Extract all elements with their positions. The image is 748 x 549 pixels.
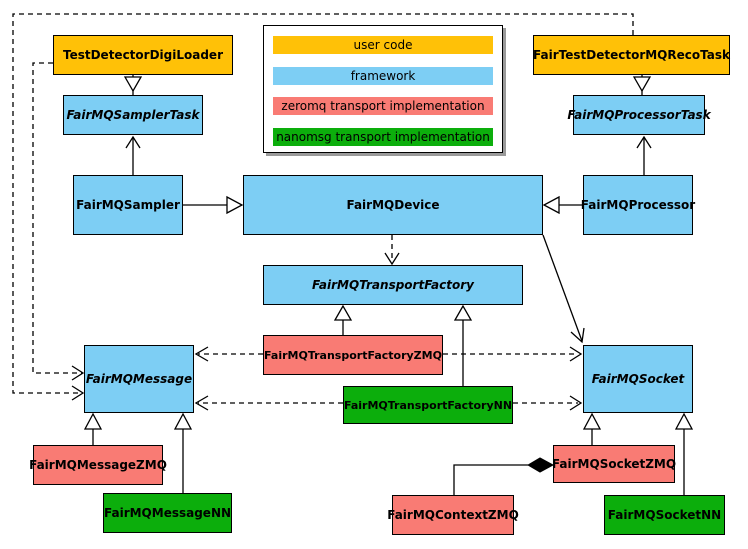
class-fairmqmessagezmq: FairMQMessageZMQ [29,445,167,485]
edge-sampler-samplertask-arrow [125,135,141,175]
edge-tfzmq-transportfactory-inheritance [333,304,353,335]
class-fairmqtransportfactorynn: FairMQTransportFactoryNN [343,386,513,424]
class-fairmqmessagenn: FairMQMessageNN [103,493,232,533]
edge-tfzmq-message-dependency [194,346,263,362]
edge-recotask-message-dependency [12,13,634,401]
class-fairmqprocessortask: FairMQProcessorTask [567,95,711,135]
edge-contextzmq-socketzmq-composition [453,457,555,495]
edge-processor-processortask-arrow [636,135,652,175]
class-fairtestdetectormqrecotask: FairTestDetectorMQRecoTask [533,35,730,75]
class-fairmqtransportfactory: FairMQTransportFactory [263,265,523,305]
class-fairmqsamplertask: FairMQSamplerTask [63,95,203,135]
legend-box: user code framework zeromq transport imp… [263,25,503,153]
class-fairmqcontextzmq: FairMQContextZMQ [387,495,519,535]
edge-device-transportfactory-dependency [384,235,400,266]
edge-device-socket-association [542,234,585,344]
class-fairmqsocket: FairMQSocket [583,345,693,413]
edge-recotask-processortask-inheritance [632,75,652,95]
edge-processor-device-inheritance [542,195,583,215]
class-fairmqprocessor: FairMQProcessor [581,175,695,235]
edge-digiloader-samplertask-inheritance [123,75,143,95]
class-fairmqdevice: FairMQDevice [243,175,543,235]
legend-item-nanomsg: nanomsg transport implementation [273,128,493,146]
class-testdetectordigiloader: TestDetectorDigiLoader [53,35,233,75]
legend-item-framework: framework [273,67,493,85]
edge-messagenn-message-inheritance [173,412,193,493]
class-fairmqmessage: FairMQMessage [84,345,194,413]
legend-item-zeromq: zeromq transport implementation [273,97,493,115]
edge-messagezmq-message-inheritance [83,412,103,445]
edge-sampler-device-inheritance [183,195,244,215]
edge-tfnn-message-dependency [194,395,343,411]
class-fairmqsocketnn: FairMQSocketNN [604,495,725,535]
class-fairmqsocketzmq: FairMQSocketZMQ [552,445,676,483]
legend-item-user-code: user code [273,36,493,54]
edge-tfzmq-socket-dependency [443,346,583,362]
edge-socketnn-socket-inheritance [674,412,694,495]
edge-digiloader-message-dependency [32,62,85,381]
edge-tfnn-socket-dependency [513,395,583,411]
edge-tfnn-transportfactory-inheritance [453,304,473,386]
class-fairmqsampler: FairMQSampler [73,175,183,235]
edge-socketzmq-socket-inheritance [582,412,602,445]
class-fairmqtransportfactoryzmq: FairMQTransportFactoryZMQ [263,335,443,375]
